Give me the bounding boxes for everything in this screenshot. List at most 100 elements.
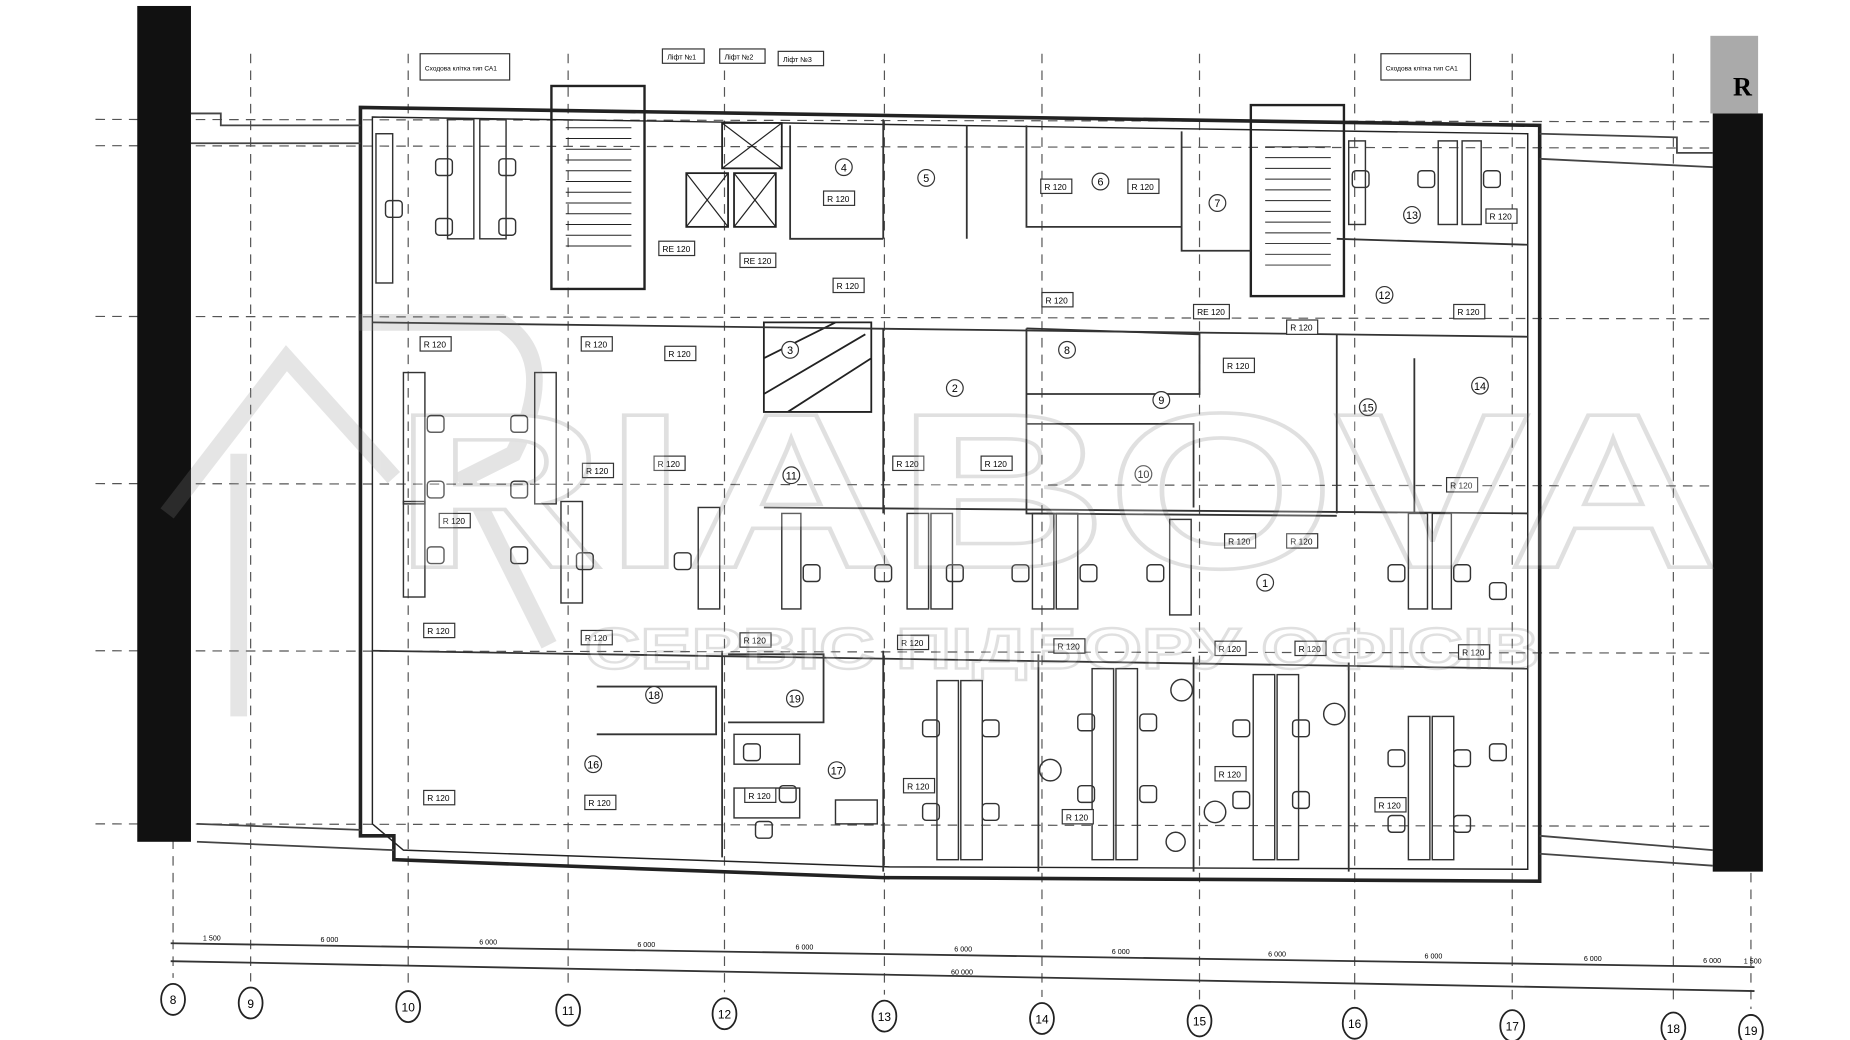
fire-rating-tag-label: R 120 [658, 459, 681, 469]
round-table [1203, 800, 1227, 824]
fire-rating-tag-label: R 120 [1490, 212, 1513, 222]
fire-rating-tag-label: R 120 [1131, 182, 1154, 192]
fire-rating-tag-label: R 120 [1462, 648, 1485, 658]
svg-text:Ліфт №2: Ліфт №2 [724, 54, 753, 62]
chair [510, 414, 529, 433]
desk [1031, 512, 1055, 610]
fire-rating-tag-label: R 120 [1450, 480, 1473, 490]
door-rating-tag: RE 120 [1192, 303, 1230, 320]
bottom-wing-wall [196, 822, 1713, 867]
room-number-label: 7 [1214, 198, 1220, 210]
chair [1291, 790, 1311, 810]
fire-rating-tag: R 120 [1453, 303, 1486, 320]
room-number-4: 4 [834, 158, 853, 177]
axis-label: 12 [718, 1008, 732, 1022]
dimension-label: 6 000 [954, 946, 972, 954]
fire-rating-tag: R 120 [892, 455, 925, 472]
room-number-16: 16 [584, 755, 603, 774]
fire-rating-tag-label: R 120 [1299, 644, 1322, 654]
room-number-label: 14 [1474, 381, 1486, 393]
fire-rating-tag-label: R 120 [1057, 642, 1080, 652]
fire-rating-tag: R 120 [1445, 477, 1479, 493]
chair [981, 802, 1000, 822]
axis-marker-17: 17 [1499, 1009, 1526, 1040]
fire-rating-tag: R 120 [1485, 208, 1518, 224]
room-number-1: 1 [1256, 573, 1275, 592]
door-rating-tag-label: RE 120 [662, 244, 690, 254]
door-rating-tag: RE 120 [739, 252, 777, 269]
chair [384, 199, 403, 219]
fire-rating-tag: R 120 [1061, 808, 1094, 825]
room-number-label: 11 [786, 470, 797, 482]
desk [1115, 667, 1139, 861]
door-rating-tag: RE 120 [658, 240, 696, 257]
room-number-10: 10 [1134, 465, 1153, 483]
desk [697, 506, 721, 610]
fire-rating-tag: R 120 [744, 787, 777, 803]
fire-rating-tag: R 120 [438, 512, 471, 529]
room-number-7: 7 [1208, 194, 1227, 212]
fire-rating-tag: R 120 [419, 336, 452, 352]
left-wall-bar [137, 5, 191, 842]
axis-label: 14 [1035, 1012, 1049, 1026]
watermark-brand: RIABOVA [394, 367, 1719, 614]
room-number-14: 14 [1471, 376, 1489, 395]
chair [754, 820, 773, 839]
door-rating-tag-label: RE 120 [744, 256, 772, 266]
chair [1453, 564, 1472, 583]
chair [778, 784, 797, 804]
fire-rating-tag: R 120 [1223, 533, 1257, 549]
corner-mark: R [1733, 73, 1753, 102]
fire-rating-tag-label: R 120 [427, 793, 450, 803]
door-rating-tag-label: RE 120 [1197, 307, 1225, 317]
fire-rating-tag: R 120 [423, 789, 456, 806]
corner-label-box [1710, 35, 1759, 114]
lift-cross [733, 172, 777, 228]
fire-rating-tag: R 120 [1214, 640, 1247, 657]
watermark-tagline: СЕРВІС ПІДБОРУ ОФІСІВ [585, 618, 1540, 682]
dimension-label: 6 000 [1112, 948, 1130, 956]
room-number-label: 6 [1097, 177, 1103, 189]
fire-rating-tag: R 120 [580, 629, 613, 646]
stair-callout-left: Сходова клітка тип СА1 [419, 53, 511, 81]
fire-rating-tag-label: R 120 [748, 791, 771, 801]
room-number-11: 11 [782, 466, 801, 485]
partition-wall [1026, 422, 1195, 508]
desk [733, 733, 801, 765]
outer-wall [358, 105, 1542, 883]
desk [479, 118, 507, 240]
room-number-6: 6 [1091, 172, 1110, 191]
axis-marker-19: 19 [1738, 1014, 1764, 1040]
fire-rating-tag-label: R 120 [427, 626, 450, 636]
room-number-label: 16 [587, 759, 599, 771]
fire-rating-tag: R 120 [1127, 178, 1160, 195]
axis-marker-11: 11 [555, 993, 581, 1027]
room-number-label: 19 [789, 694, 801, 706]
fire-rating-tag: R 120 [1374, 797, 1407, 813]
lift-shaft [721, 122, 783, 170]
room-number-label: 15 [1362, 402, 1374, 414]
chair [1351, 170, 1370, 189]
axis-label: 17 [1506, 1019, 1520, 1033]
round-table [1038, 758, 1062, 782]
desk [1091, 667, 1115, 861]
fire-rating-tag-label: R 120 [907, 781, 930, 791]
dimension-label: 6 000 [479, 938, 497, 946]
room-number-label: 18 [648, 690, 660, 702]
chair [1077, 784, 1096, 804]
fire-rating-tag-label: R 120 [827, 194, 850, 204]
dimension-label: 6 000 [320, 936, 338, 944]
dimension-label: 6 000 [1268, 950, 1286, 958]
chair [498, 158, 517, 177]
axis-marker-15: 15 [1186, 1004, 1213, 1038]
chair [1232, 719, 1251, 738]
partition-wall [728, 653, 825, 724]
svg-text:Сходова клітка тип СА1: Сходова клітка тип СА1 [425, 64, 497, 72]
building-walls [190, 84, 1713, 883]
fire-rating-tag: R 120 [1294, 640, 1327, 657]
chair [510, 480, 529, 499]
desk [402, 500, 426, 598]
partition-wall [763, 506, 1528, 515]
